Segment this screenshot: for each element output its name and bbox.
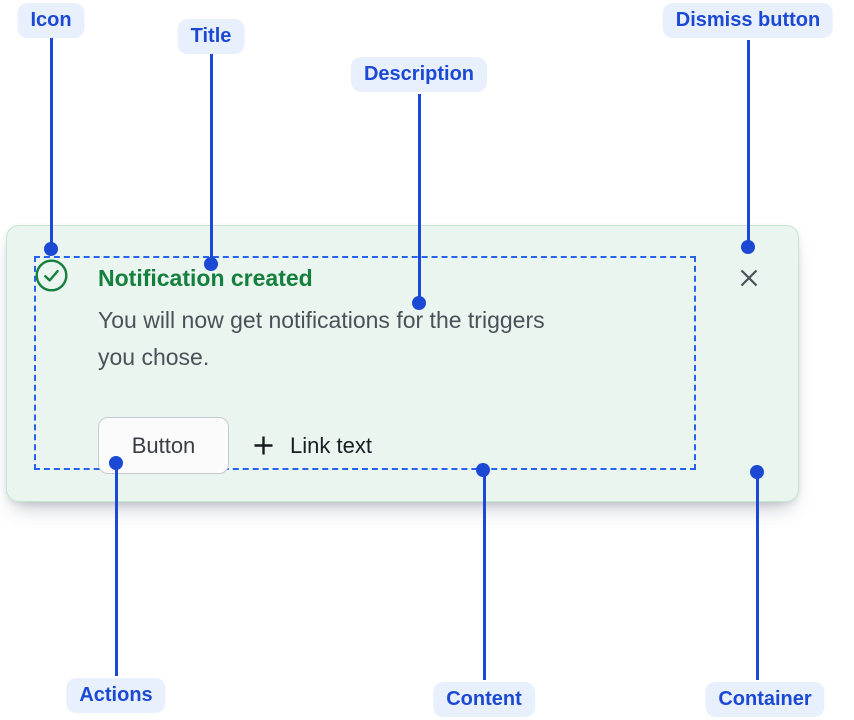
close-icon <box>738 267 760 289</box>
description-line-2: you chose. <box>98 344 210 370</box>
icon-callout-line <box>49 38 53 249</box>
description-label: Description <box>350 57 488 92</box>
dismiss-button[interactable] <box>730 259 768 297</box>
action-link[interactable]: Link text <box>252 417 372 474</box>
action-link-label: Link text <box>290 432 372 458</box>
actions-label: Actions <box>66 678 166 713</box>
notification-container: Notification created You will now get no… <box>6 225 799 502</box>
check-circle-icon <box>35 259 68 292</box>
action-button[interactable]: Button <box>98 417 229 474</box>
dismiss-button-label: Dismiss button <box>662 3 834 38</box>
content-label: Content <box>433 682 535 717</box>
title-label: Title <box>177 19 245 54</box>
icon-label: Icon <box>17 3 85 38</box>
container-label: Container <box>705 682 825 717</box>
plus-icon <box>252 434 275 457</box>
notification-description: You will now get notifications for the t… <box>98 302 545 376</box>
container-callout-line <box>755 472 759 680</box>
description-line-1: You will now get notifications for the t… <box>98 307 545 333</box>
dismiss-callout-line <box>746 40 750 247</box>
notification-title: Notification created <box>98 265 313 291</box>
